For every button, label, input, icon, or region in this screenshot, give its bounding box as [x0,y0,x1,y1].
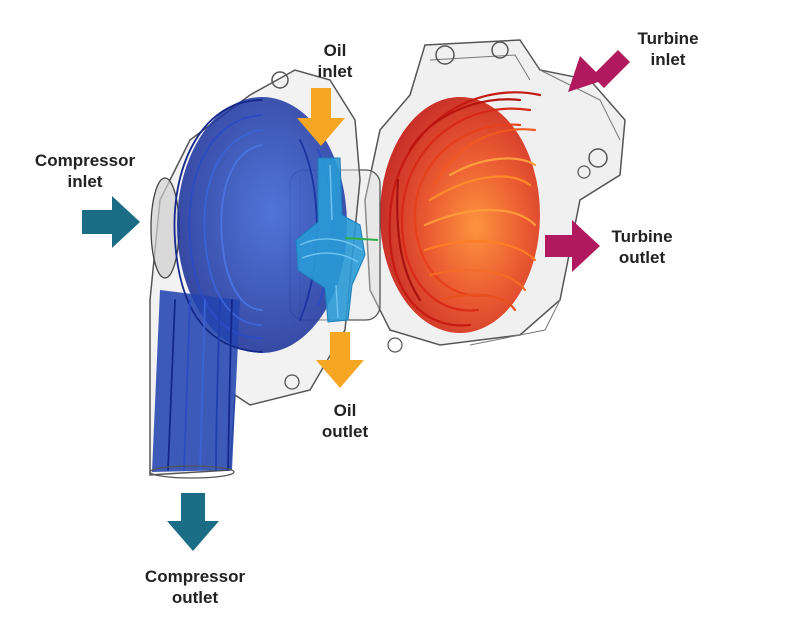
turbine-outlet-arrow [545,220,600,272]
turbine-outlet-label-line1: Turbine [611,227,673,246]
turbine-inlet-label: Turbine inlet [628,28,708,70]
compressor-outlet-label: Compressor outlet [130,566,260,608]
oil-inlet-label: Oil inlet [300,40,370,82]
oil-outlet-label-line2: outlet [321,422,369,441]
compressor-outlet-label-line1: Compressor [144,567,246,586]
turbine-inlet-label-line1: Turbine [637,29,699,48]
turbine-inlet-arrow-body [592,50,630,88]
oil-outlet-label: Oil outlet [305,400,385,442]
turbine-outlet-label: Turbine outlet [602,226,682,268]
compressor-inlet-label-line2: inlet [67,172,103,191]
oil-inlet-arrow [297,88,345,146]
turbine-inlet-arrow [568,46,628,92]
compressor-inlet-label: Compressor inlet [30,150,140,192]
compressor-outlet-arrow [167,493,219,551]
oil-outlet-arrow [316,332,364,388]
oil-outlet-label-line1: Oil [333,401,357,420]
compressor-inlet-label-line1: Compressor [34,151,136,170]
turbine-inlet-label-line2: inlet [650,50,686,69]
compressor-outlet-label-line2: outlet [171,588,219,607]
turbine-outlet-label-line2: outlet [618,248,666,267]
turbine-flow [380,91,542,333]
oil-flow [295,157,379,323]
compressor-inlet-arrow [82,196,140,248]
oil-inlet-label-line2: inlet [317,62,353,81]
oil-inlet-label-line1: Oil [323,41,347,60]
